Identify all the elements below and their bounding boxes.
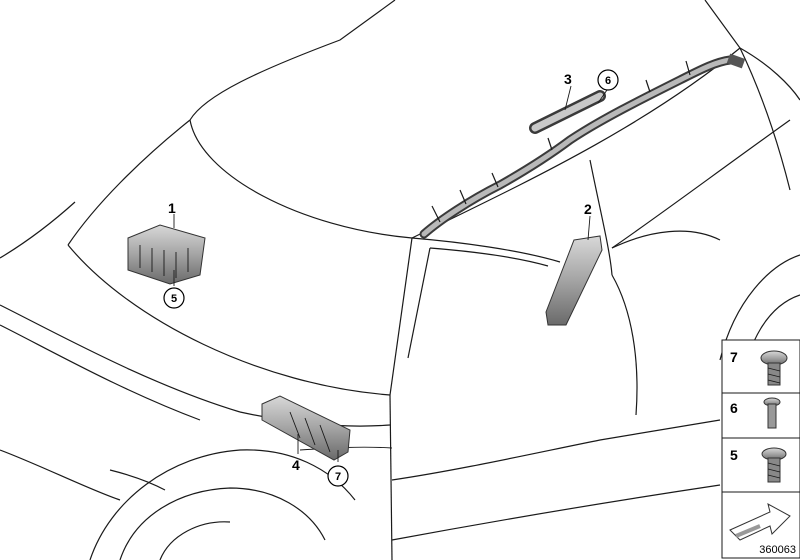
legend-item-5-number: 5 <box>730 447 738 463</box>
callout-7: 7 <box>335 471 341 483</box>
side-airbag <box>545 235 603 326</box>
callout-1: 1 <box>168 200 176 216</box>
document-number: 360063 <box>759 544 796 556</box>
legend-item-6-number: 6 <box>730 400 738 416</box>
direction-arrow-icon <box>729 503 791 541</box>
callout-5: 5 <box>171 293 177 305</box>
callout-4: 4 <box>292 457 300 473</box>
screw-icon <box>760 350 788 386</box>
callout-6-circle <box>597 69 619 91</box>
passenger-airbag <box>127 224 206 285</box>
fastener-legend: 7 6 5 <box>721 339 800 559</box>
curtain-airbag-tube <box>419 53 746 239</box>
screw-icon <box>761 447 787 483</box>
legend-item-7-number: 7 <box>730 349 738 365</box>
rivet-icon <box>763 397 781 429</box>
callout-3: 3 <box>564 71 572 87</box>
callout-7-circle <box>327 465 349 487</box>
callout-5-circle <box>163 287 185 309</box>
callout-2: 2 <box>584 201 592 217</box>
knee-airbag <box>261 395 351 461</box>
leader-lines <box>173 85 608 462</box>
callout-6: 6 <box>605 75 611 87</box>
